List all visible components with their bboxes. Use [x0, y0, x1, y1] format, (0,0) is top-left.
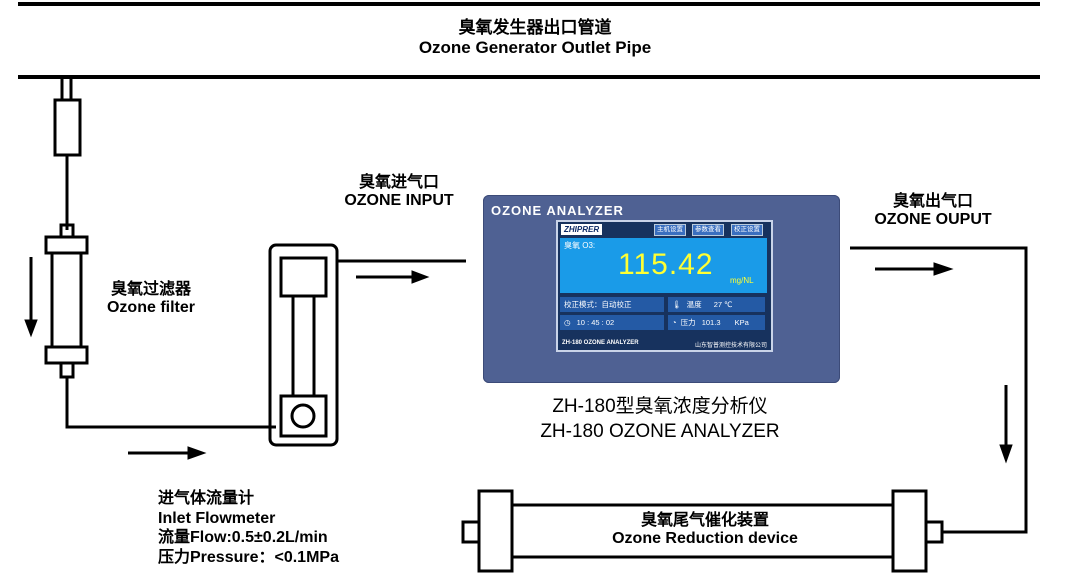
analyzer-caption-cn: ZH-180型臭氧浓度分析仪	[552, 396, 768, 417]
filter-label-en: Ozone filter	[106, 299, 195, 317]
output-label: 臭氧出气口 OZONE OUPUT	[860, 193, 1006, 230]
thermometer-icon: 🌡	[672, 300, 682, 309]
time-value: 10 : 45 : 02	[576, 318, 615, 327]
output-flow-arrow	[875, 262, 954, 276]
input-label-en: OZONE INPUT	[344, 192, 454, 210]
temperature-cell: 🌡 温度 27 ℃	[668, 297, 765, 312]
flowmeter-pressure: 压力Pressure：<0.1MPa	[158, 548, 339, 566]
output-down-arrow	[999, 385, 1013, 464]
output-label-en: OZONE OUPUT	[874, 211, 992, 229]
outlet-pipe-label-cn: 臭氧发生器出口管道	[458, 18, 612, 37]
ozone-analyzer-device: OZONE ANALYZER ZHIPRER 主机设置 参数查看 校正设置 臭氧…	[483, 195, 840, 383]
reduction-label-cn: 臭氧尾气催化装置	[640, 512, 769, 529]
flowmeter-flow: 流量Flow:0.5±0.2L/min	[158, 529, 328, 547]
analyzer-panel-title: OZONE ANALYZER	[491, 203, 624, 218]
analyzer-caption: ZH-180型臭氧浓度分析仪 ZH-180 OZONE ANALYZER	[480, 395, 840, 444]
flowmeter-body	[268, 243, 466, 447]
tab-host-settings[interactable]: 主机设置	[654, 224, 686, 236]
reading-panel: 臭氧 O3: 115.42 mg/NL	[560, 238, 767, 293]
filter-label-cn: 臭氧过滤器	[110, 281, 191, 298]
tab-parameter-view[interactable]: 参数查看	[692, 224, 724, 236]
screen-header: ZHIPRER 主机设置 参数查看 校正设置	[558, 222, 771, 238]
input-label: 臭氧进气口 OZONE INPUT	[328, 174, 470, 211]
footer-company: 山东智普测控技术有限公司	[694, 343, 767, 349]
screen-footer: ZH-180 OZONE ANALYZER 山东智普测控技术有限公司	[558, 338, 771, 350]
pressure-unit: KPa	[734, 318, 749, 327]
pressure-cell: ◔ 压力 101.3 KPa	[668, 315, 765, 330]
reduction-label: 臭氧尾气催化装置 Ozone Reduction device	[560, 512, 850, 549]
reduction-label-en: Ozone Reduction device	[612, 530, 798, 548]
gauge-icon: ◔	[672, 318, 677, 327]
filter-branch	[44, 77, 276, 429]
tab-calibration-settings[interactable]: 校正设置	[731, 224, 763, 236]
analyzer-caption-en: ZH-180 OZONE ANALYZER	[540, 420, 780, 442]
clock-icon: ◷	[564, 318, 571, 327]
input-flow-arrow	[356, 270, 430, 284]
filter-label: 臭氧过滤器 Ozone filter	[86, 281, 216, 318]
flowmeter-label-en: Inlet Flowmeter	[158, 509, 276, 527]
ozone-unit: mg/NL	[730, 276, 754, 285]
time-cell: ◷ 10 : 45 : 02	[560, 315, 664, 330]
output-line	[850, 246, 1028, 534]
reduction-device	[461, 489, 944, 573]
ozone-reading: 115.42	[618, 248, 714, 281]
filter-flow-arrow	[24, 257, 38, 338]
brand-logo: ZHIPRER	[561, 224, 603, 235]
ozone-label: 臭氧 O3:	[564, 241, 596, 250]
inlet-flow-arrow	[128, 446, 207, 460]
outlet-pipe-label: 臭氧发生器出口管道 Ozone Generator Outlet Pipe	[330, 18, 740, 57]
pressure-label: 压力	[680, 318, 696, 327]
temperature-label: 温度	[686, 300, 702, 309]
footer-model: ZH-180 OZONE ANALYZER	[562, 340, 639, 346]
analyzer-screen: ZHIPRER 主机设置 参数查看 校正设置 臭氧 O3: 115.42 mg/…	[556, 220, 773, 352]
pressure-value: 101.3	[701, 318, 721, 327]
input-label-cn: 臭氧进气口	[358, 174, 439, 191]
calibration-mode: 校正模式：自动校正	[560, 297, 664, 312]
temperature-value: 27 ℃	[713, 300, 733, 309]
flowmeter-label-cn: 进气体流量计	[158, 490, 255, 507]
output-label-cn: 臭氧出气口	[892, 193, 973, 210]
flowmeter-label: 进气体流量计 Inlet Flowmeter 流量Flow:0.5±0.2L/m…	[158, 489, 339, 567]
outlet-pipe-label-en: Ozone Generator Outlet Pipe	[418, 37, 652, 57]
